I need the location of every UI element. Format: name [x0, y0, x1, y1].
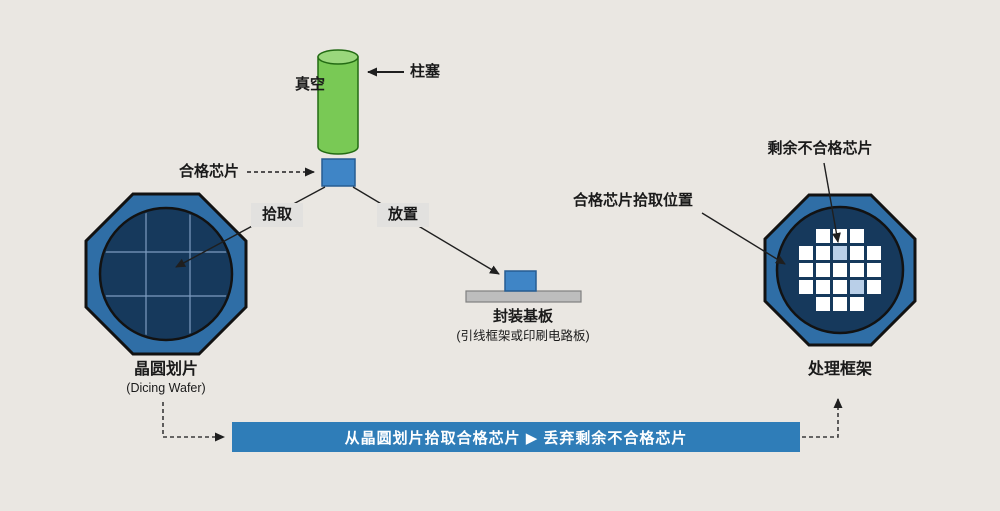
substrate-title: 封装基板 — [492, 308, 554, 325]
handling-frame — [763, 193, 917, 347]
dicing-wafer-subtitle: (Dicing Wafer) — [126, 381, 206, 395]
good-chip-cell — [867, 246, 881, 260]
bad-chip-cell — [850, 280, 864, 294]
good-chip-cell — [816, 263, 830, 277]
good-chip-cell — [850, 297, 864, 311]
good-chip-cell — [799, 280, 813, 294]
banner-to-frame-dashed-arrow — [802, 398, 843, 438]
dicing-wafer-disc — [98, 206, 234, 342]
pick-line — [175, 186, 326, 268]
good-chip-cell — [850, 246, 864, 260]
pick-label: 拾取 — [251, 203, 303, 227]
qualified-chip-label: 合格芯片 — [179, 163, 240, 180]
bad-chip-cell — [833, 246, 847, 260]
good-chip-cell — [816, 297, 830, 311]
good-chip-cell — [867, 280, 881, 294]
place-line — [352, 186, 500, 275]
pick-position-line — [701, 212, 786, 265]
place-label: 放置 — [377, 203, 429, 227]
dicing-wafer-streets — [102, 210, 230, 338]
dicing-wafer-frame — [84, 192, 248, 356]
picked-chip — [321, 158, 356, 187]
plunger-label: 柱塞 — [410, 63, 441, 80]
handling-frame-title: 处理框架 — [807, 361, 873, 378]
substrate-subtitle: (引线框架或印刷电路板) — [456, 329, 590, 343]
good-chip-cell — [816, 280, 830, 294]
good-chip-cell — [833, 229, 847, 243]
placed-chip — [504, 270, 537, 292]
pick-position-label: 合格芯片拾取位置 — [572, 192, 694, 209]
good-chip-cell — [850, 229, 864, 243]
process-banner: 从晶圆划片拾取合格芯片 ▶ 丢弃剩余不合格芯片 — [232, 422, 800, 452]
good-chip-cell — [799, 246, 813, 260]
remaining-bad-chips-label: 剩余不合格芯片 — [767, 140, 873, 157]
dicing-wafer-title: 晶圆划片 — [133, 361, 199, 378]
remaining-bad-arrow — [823, 162, 841, 243]
good-chip-cell — [833, 263, 847, 277]
wafer-to-banner-dashed-arrow — [162, 402, 225, 442]
good-chip-cell — [833, 297, 847, 311]
vacuum-label: 真空 — [295, 76, 326, 93]
process-banner-text: 从晶圆划片拾取合格芯片 ▶ 丢弃剩余不合格芯片 — [344, 429, 688, 447]
good-chip-cell — [799, 263, 813, 277]
good-chip-cell — [833, 280, 847, 294]
good-chip-cell — [816, 229, 830, 243]
good-chip-cell — [816, 246, 830, 260]
plunger-cylinder — [317, 49, 359, 155]
package-substrate — [465, 270, 582, 303]
good-chip-cell — [850, 263, 864, 277]
good-chip-cell — [867, 263, 881, 277]
